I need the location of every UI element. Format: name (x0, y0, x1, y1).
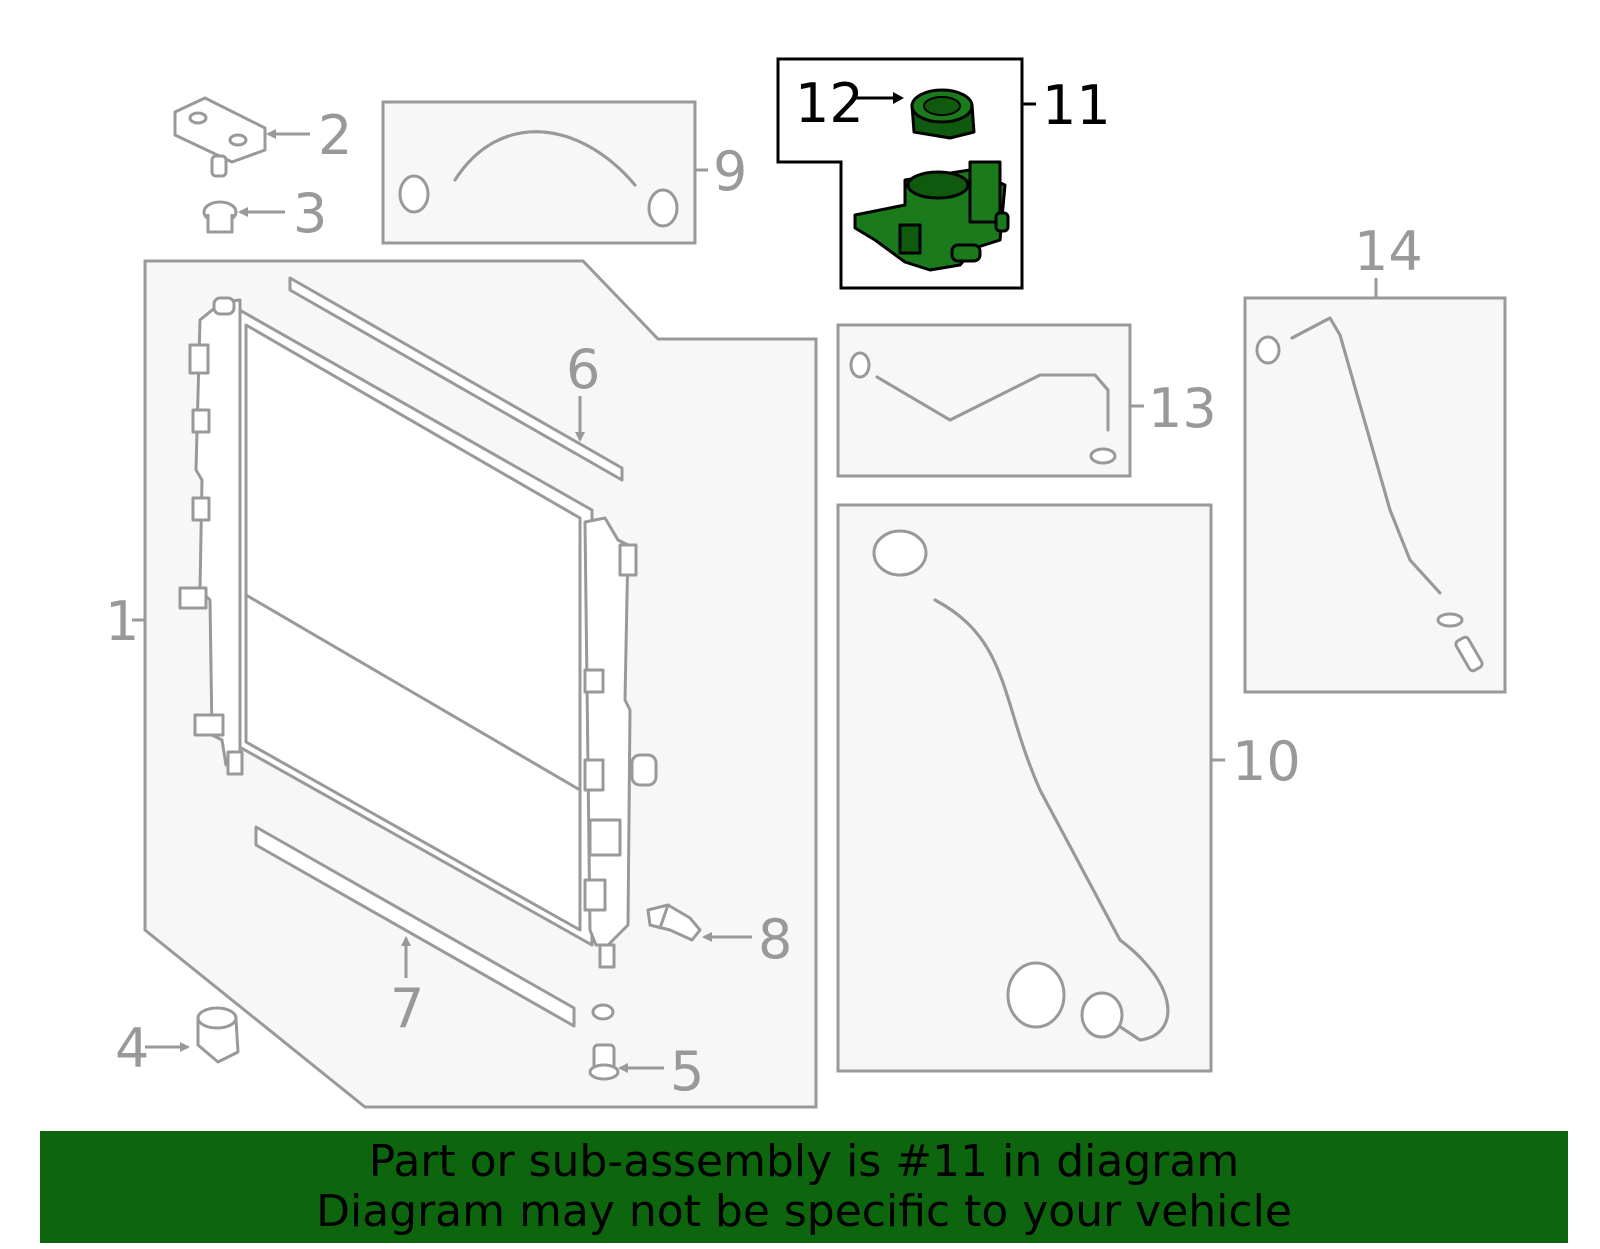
info-banner: Part or sub-assembly is #11 in diagram D… (40, 1131, 1568, 1243)
label-part-13: 13 (1148, 377, 1217, 440)
label-part-6: 6 (566, 338, 600, 401)
lower-seal-strip (254, 825, 576, 1028)
upper-seal-strip (288, 276, 624, 482)
label-part-8: 8 (758, 908, 792, 971)
label-part-14: 14 (1354, 220, 1423, 283)
bypass-hose-group[interactable] (836, 323, 1132, 478)
radiator-core (178, 296, 658, 969)
coolant-outlet-assembly-group[interactable] (776, 57, 1024, 290)
banner-line-part-number: Part or sub-assembly is #11 in diagram (368, 1136, 1240, 1187)
radiator-cap (910, 88, 976, 140)
label-part-10: 10 (1232, 730, 1301, 793)
upper-hose-group[interactable] (381, 100, 697, 245)
label-part-7: 7 (390, 977, 424, 1040)
label-part-9: 9 (713, 140, 747, 203)
upper-hose-frame (381, 100, 697, 245)
bypass-hose-frame (836, 323, 1132, 478)
radiator-assembly-group[interactable] (143, 259, 818, 1109)
label-part-2: 2 (318, 104, 352, 167)
drain-plug (588, 1003, 620, 1081)
overflow-hose-group[interactable] (1243, 296, 1507, 694)
banner-line-disclaimer: Diagram may not be specific to your vehi… (316, 1186, 1292, 1237)
label-part-3: 3 (293, 182, 327, 245)
temperature-sensor (646, 903, 702, 942)
overflow-hose-frame (1243, 296, 1507, 694)
lower-hose-group[interactable] (836, 503, 1213, 1073)
label-part-11: 11 (1042, 74, 1111, 137)
label-part-4: 4 (115, 1017, 149, 1080)
grommet (202, 200, 238, 234)
callout-labels: 1 2 3 4 5 6 7 8 9 10 11 12 13 (105, 72, 1423, 1103)
insulator (196, 1006, 240, 1064)
label-part-12: 12 (795, 72, 864, 135)
label-part-1: 1 (105, 590, 139, 653)
coolant-outlet-housing (853, 160, 1010, 272)
label-part-5: 5 (670, 1040, 704, 1103)
mounting-bracket (173, 96, 267, 178)
